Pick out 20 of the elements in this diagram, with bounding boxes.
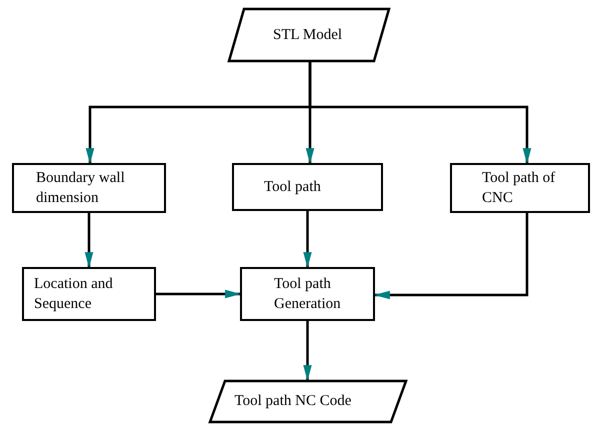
node-label: Location and Sequence <box>34 274 114 314</box>
data-parallelogram <box>208 380 406 423</box>
arrow <box>156 290 242 298</box>
arrow <box>374 213 528 300</box>
process-box <box>12 163 166 213</box>
arrow <box>303 211 312 268</box>
process-box <box>450 163 590 213</box>
node-label: Boundary wall dimension <box>36 168 126 208</box>
node-label: STL Model <box>273 26 342 45</box>
arrow <box>84 213 94 268</box>
process-box <box>232 163 383 211</box>
process-box <box>22 267 156 321</box>
node-label: Tool path <box>264 178 321 197</box>
data-parallelogram <box>228 8 390 62</box>
node-label: Tool path NC Code <box>234 392 352 412</box>
process-box <box>240 267 375 321</box>
node-label: Tool path Generation <box>274 274 342 314</box>
node-label: Tool path of CNC <box>482 168 556 208</box>
arrow <box>303 321 312 382</box>
arrow <box>308 62 532 164</box>
